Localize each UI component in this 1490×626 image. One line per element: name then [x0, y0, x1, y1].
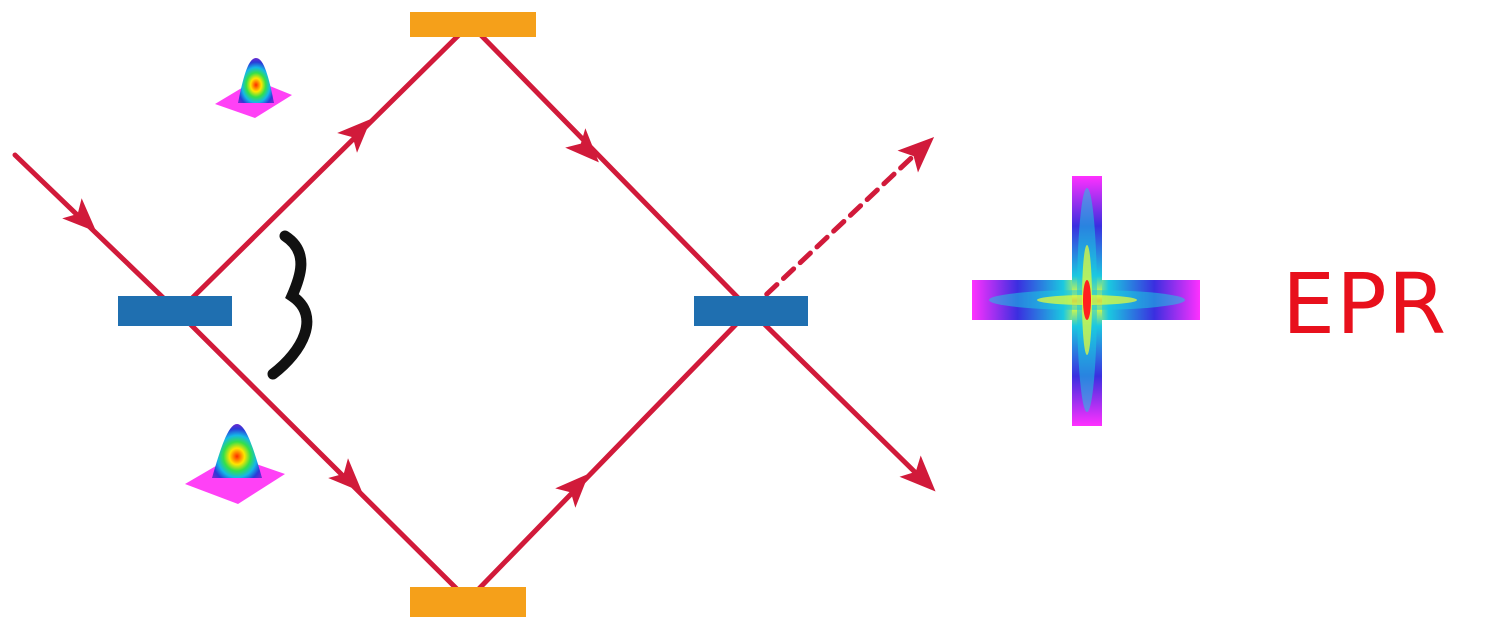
input-beam — [15, 155, 178, 312]
cross-quadrature-icon — [972, 176, 1200, 426]
beam-splitter-1 — [118, 296, 232, 326]
top-mirror — [410, 12, 536, 37]
output-beam-lower — [750, 310, 925, 482]
beam-top-mirror-to-bs2 — [470, 24, 750, 310]
arrow-icon — [565, 128, 609, 172]
beam-bottom-mirror-to-bs2 — [468, 310, 750, 600]
gaussian-peak-icon — [215, 58, 292, 118]
beam-splitter-2 — [694, 296, 808, 326]
epr-label: EPR — [1282, 262, 1447, 346]
phase-arc-icon — [273, 236, 307, 374]
output-beam-upper — [750, 145, 925, 310]
gaussian-peak-icon — [185, 424, 285, 504]
bottom-mirror — [410, 587, 526, 617]
beam-bs1-to-top-mirror — [178, 24, 470, 312]
